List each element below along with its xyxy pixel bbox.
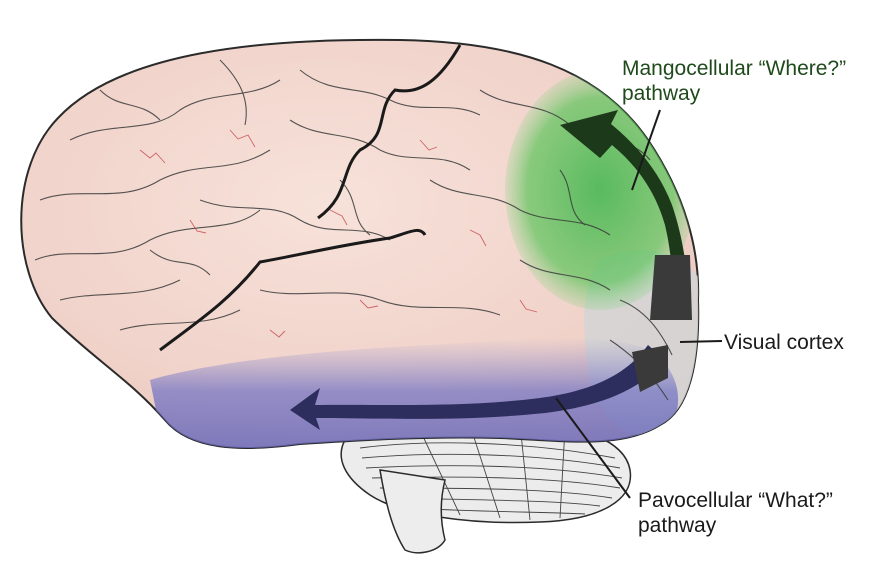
where-pathway-label-line2: pathway [622,82,701,105]
dorsal-pathway-arrow [560,110,692,320]
major-sulci [159,44,462,352]
ventral-pathway-arrow [290,345,668,430]
visual-cortex-label: Visual cortex [724,331,844,354]
what-leader-line [555,397,631,499]
what-pathway-label: Pavocellular “What?” pathway [638,488,833,538]
brain-stem [379,469,446,554]
where-pathway-label: Mangocellular “Where?” pathway [622,56,846,106]
leader-lines [555,109,723,499]
where-leader-line [631,109,661,191]
where-pathway-label-line1: Mangocellular “Where?” [622,57,847,80]
gyri-lines [34,59,673,401]
blood-vessels [139,129,538,338]
ventral-stream-region [150,338,678,449]
what-pathway-label-line1: Pavocellular “What?” [638,489,833,512]
visual-leader-line [679,340,723,343]
what-pathway-label-line2: pathway [638,514,717,537]
